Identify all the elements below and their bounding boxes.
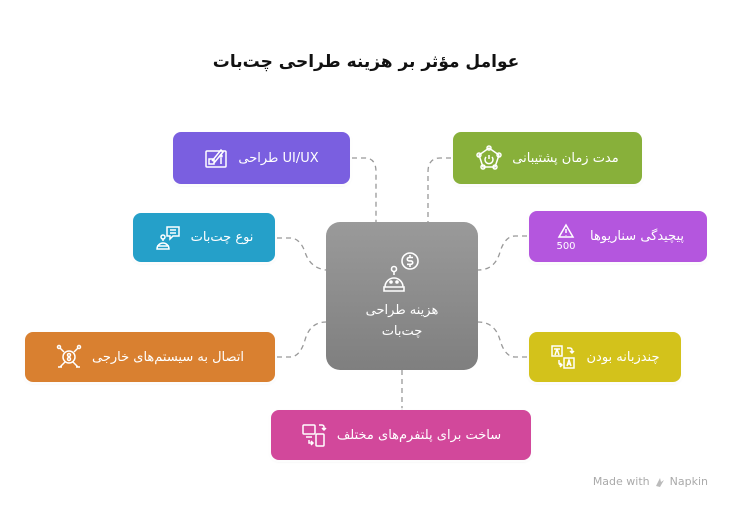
support-cycle-icon — [476, 145, 503, 170]
napkin-logo-icon — [655, 477, 664, 487]
central-topic-line2: چت‌بات — [381, 324, 423, 339]
robot-dollar-icon — [383, 252, 419, 293]
central-topic-line1: هزینه طراحی — [365, 303, 439, 319]
chatbot-message-icon — [155, 225, 180, 250]
warning-500-icon: 500 — [556, 223, 576, 251]
connector-support — [427, 157, 451, 222]
node-bot-type[interactable]: نوع چت‌بات — [133, 213, 275, 262]
platforms-label: ساخت برای پلتفرم‌های مختلف — [336, 427, 502, 443]
connector-uiux — [352, 157, 377, 222]
bot-type-label: نوع چت‌بات — [190, 230, 254, 245]
central-topic: هزینه طراحی چت‌بات — [326, 222, 478, 370]
connector-integration — [277, 321, 327, 358]
design-tablet-icon — [205, 148, 228, 168]
uiux-label: UI/UX طراحی — [238, 150, 319, 166]
connector-multilang — [477, 321, 527, 358]
multilang-label: چندزبانه بودن — [586, 349, 660, 365]
support-label: مدت زمان پشتیبانی — [512, 150, 619, 166]
node-uiux-design[interactable]: UI/UX طراحی — [173, 132, 350, 184]
complexity-label: پیچیدگی سناریوها — [589, 229, 685, 244]
node-external-integration[interactable]: اتصال به سیستم‌های خارجی — [25, 332, 275, 382]
devices-sync-icon — [302, 424, 327, 447]
napkin-watermark: Made with Napkin — [593, 475, 708, 488]
node-multilingual[interactable]: چندزبانه بودن — [529, 332, 681, 382]
made-with-text: Made with — [592, 475, 650, 488]
integration-hub-icon — [56, 344, 82, 368]
connector-bot-type — [277, 237, 327, 271]
node-support-duration[interactable]: مدت زمان پشتیبانی — [453, 132, 642, 184]
svg-text:500: 500 — [556, 241, 575, 251]
diagram-title: عوامل مؤثر بر هزینه طراحی چت‌بات — [212, 52, 520, 72]
node-multi-platform[interactable]: ساخت برای پلتفرم‌های مختلف — [271, 410, 531, 460]
translate-icon — [551, 345, 576, 369]
napkin-brand-text: Napkin — [669, 475, 708, 488]
integration-label: اتصال به سیستم‌های خارجی — [91, 349, 245, 365]
node-scenario-complexity[interactable]: پیچیدگی سناریوها 500 — [529, 211, 707, 262]
connector-complexity — [477, 235, 527, 271]
